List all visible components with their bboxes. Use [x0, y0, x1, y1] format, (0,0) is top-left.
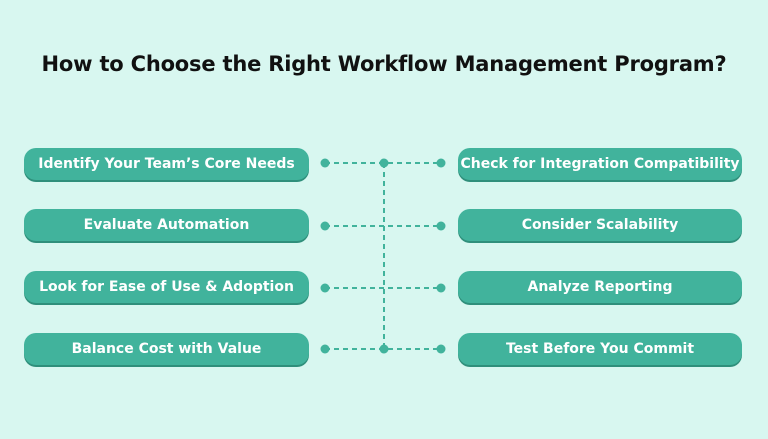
- dot-right-4: [436, 344, 446, 354]
- right-item-2: Consider Scalability: [458, 209, 742, 241]
- dot-center-1: [379, 158, 389, 168]
- left-item-2: Evaluate Automation: [24, 209, 309, 241]
- dot-right-2: [436, 221, 446, 231]
- dot-left-4: [320, 344, 330, 354]
- diagram-title: How to Choose the Right Workflow Managem…: [41, 52, 727, 76]
- right-item-4: Test Before You Commit: [458, 333, 742, 365]
- dot-right-1: [436, 158, 446, 168]
- left-item-1: Identify Your Team’s Core Needs: [24, 148, 309, 180]
- right-item-1: Check for Integration Compatibility: [458, 148, 742, 180]
- dot-center-4: [379, 344, 389, 354]
- right-item-3: Analyze Reporting: [458, 271, 742, 303]
- left-item-4: Balance Cost with Value: [24, 333, 309, 365]
- left-item-3: Look for Ease of Use & Adoption: [24, 271, 309, 303]
- dot-right-3: [436, 283, 446, 293]
- dot-left-2: [320, 221, 330, 231]
- dot-left-1: [320, 158, 330, 168]
- dot-left-3: [320, 283, 330, 293]
